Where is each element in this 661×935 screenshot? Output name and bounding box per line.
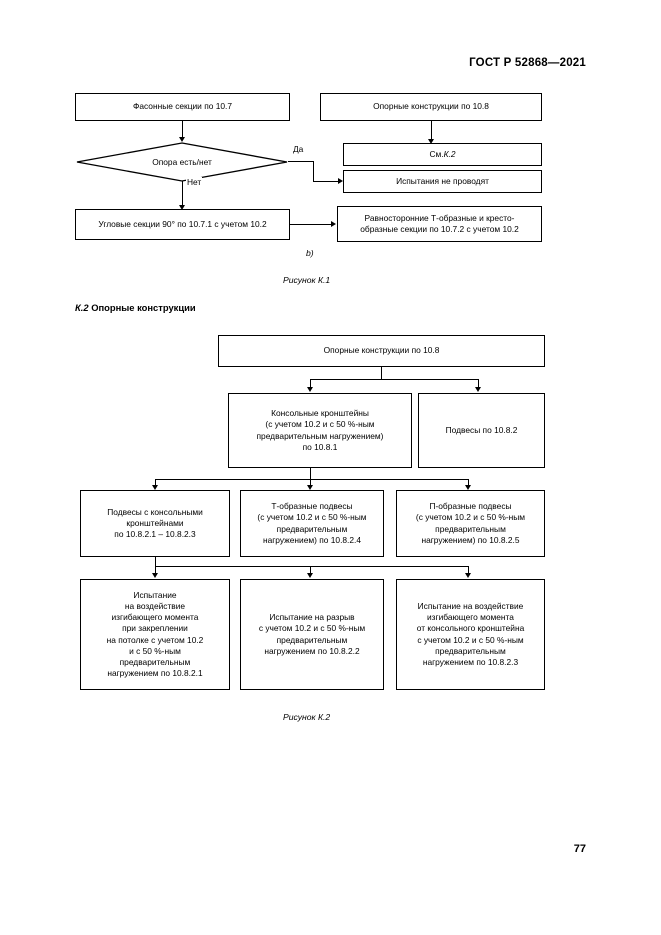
node-hangers-with-brackets: Подвесы с консольными кронштейнами по 10… (80, 490, 230, 557)
section-k2-heading: К.2 Опорные конструкции (75, 302, 196, 313)
connector-yes-horizontal-1 (288, 161, 314, 163)
arrowhead-support-to-see-k2 (427, 139, 434, 144)
arrowhead-hwb-to-mid (307, 573, 314, 578)
arrowhead-root-to-brackets (307, 387, 314, 392)
connector-hangers-bar (155, 478, 469, 480)
connector-yes-vertical (312, 161, 314, 182)
connector-root-to-brackets (310, 379, 312, 389)
node-cantilever-brackets: Консольные кронштейны (с учетом 10.2 и с… (228, 393, 412, 468)
connector-hangers-stem (310, 468, 312, 480)
figure-k1-caption: Рисунок К.1 (283, 275, 331, 285)
connector-corner-to-tee-cross (290, 224, 333, 226)
arrowhead-hwb-to-left (152, 573, 159, 578)
connector-root-bar (310, 379, 479, 381)
see-k2-number: К.2 (443, 148, 456, 159)
node-corner-sections: Угловые секции 90° по 10.7.1 с учетом 10… (75, 209, 290, 240)
edge-label-yes: Да (292, 144, 305, 154)
connector-hwb-to-mid (310, 566, 312, 575)
figure-k2-caption: Рисунок К.2 (283, 712, 331, 722)
connector-root-stem (380, 367, 382, 380)
connector-yes-horizontal-2 (312, 181, 340, 183)
node-test-bending-bracket: Испытание на воздействие изгибающего мом… (396, 579, 545, 690)
arrowhead-root-to-hangers (474, 387, 481, 392)
connector-shaped-to-decision (181, 121, 183, 138)
node-support-structures: Опорные конструкции по 10.8 (320, 93, 542, 121)
decision-diamond: Опора есть/нет (76, 142, 288, 182)
node-no-tests: Испытания не проводят (343, 170, 542, 193)
document-header: ГОСТ Р 52868—2021 (469, 57, 586, 69)
node-tee-cross-sections: Равносторонние Т-образные и кресто- обра… (337, 206, 542, 242)
node-tee-hangers: Т-образные подвесы (с учетом 10.2 и с 50… (240, 490, 384, 557)
arrowhead-hangers-to-left (152, 485, 159, 490)
node-shaped-sections: Фасонные секции по 10.7 (75, 93, 290, 121)
connector-hangers-to-right (467, 478, 469, 487)
arrowhead-no-to-corner-sections (178, 205, 185, 210)
figure-k1-subcaption: b) (306, 248, 314, 258)
arrowhead-hangers-to-mid (307, 485, 314, 490)
arrowhead-corner-to-tee-cross (331, 221, 336, 228)
connector-root-to-hangers (477, 379, 479, 389)
connector-no-vertical (181, 181, 183, 207)
node-see-k2: См. К.2 (343, 143, 542, 166)
edge-label-no: Нет (186, 177, 203, 187)
node-test-bending-ceiling: Испытание на воздействие изгибающего мом… (80, 579, 230, 690)
connector-hwb-stem (155, 557, 157, 567)
connector-hwb-to-left (155, 566, 157, 575)
decision-label: Опора есть/нет (152, 157, 212, 167)
connector-hangers-to-left (155, 478, 157, 487)
node-hangers: Подвесы по 10.8.2 (418, 393, 545, 468)
page-number: 77 (573, 843, 586, 855)
node-k2-root: Опорные конструкции по 10.8 (218, 335, 545, 367)
arrowhead-hwb-to-right (464, 573, 471, 578)
arrowhead-yes-to-no-tests (338, 178, 343, 185)
section-k2-number: К.2 (75, 302, 89, 313)
connector-support-to-see-k2 (430, 121, 432, 142)
section-k2-title: Опорные конструкции (88, 302, 196, 313)
node-test-tensile: Испытание на разрыв с учетом 10.2 и с 50… (240, 579, 384, 690)
connector-hangers-to-mid (310, 478, 312, 487)
arrowhead-shaped-to-decision (178, 137, 185, 142)
arrowhead-hangers-to-right (464, 485, 471, 490)
connector-hwb-bar (155, 566, 469, 568)
connector-hwb-to-right (467, 566, 469, 575)
node-pi-hangers: П-образные подвесы (с учетом 10.2 и с 50… (396, 490, 545, 557)
see-k2-prefix: См. (429, 148, 444, 159)
